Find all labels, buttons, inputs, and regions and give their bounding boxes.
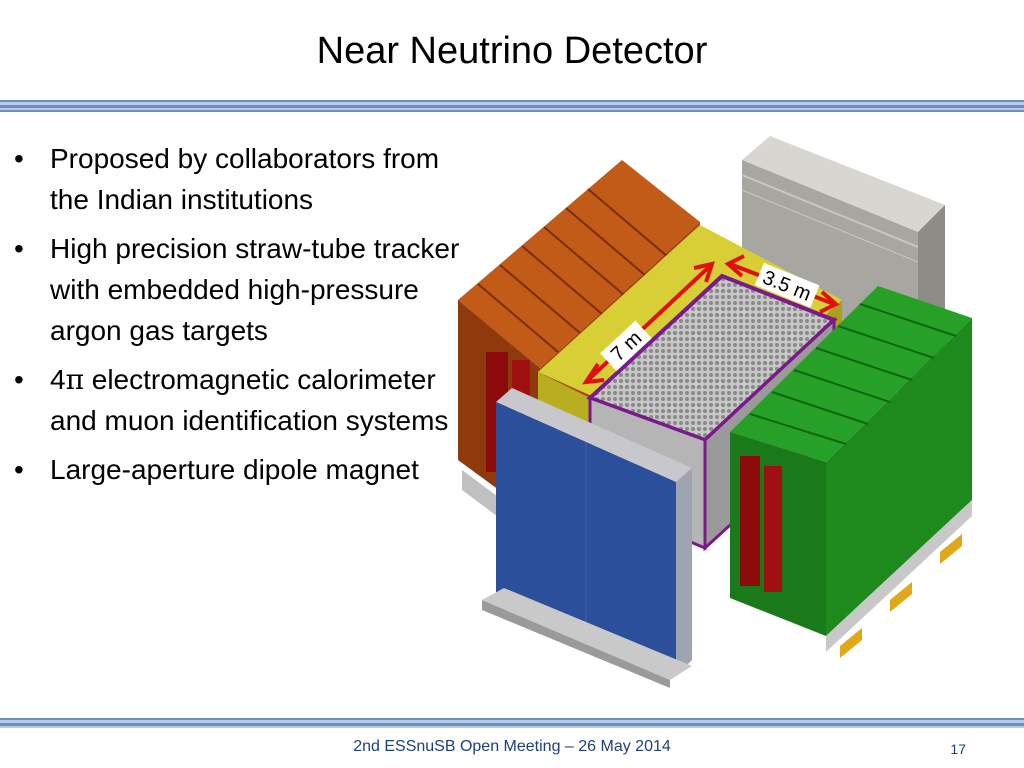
bullet-dot: • [14,364,24,395]
bullet-item: • 4π electromagnetic calorimeter and muon… [14,359,464,441]
detector-illustration: 7 m 3.5 m [458,136,972,688]
footer-divider [0,718,1024,728]
bullet-dot: • [14,143,24,174]
footer-text: 2nd ESSnuSB Open Meeting – 26 May 2014 [353,738,671,755]
bullet-text: High precision straw-tube tracker with e… [50,233,460,346]
slide-title: Near Neutrino Detector [316,30,708,72]
bullet-dot: • [14,454,24,485]
bullet-text: electromagnetic calorimeter and muon ide… [50,364,449,436]
title-divider [0,100,1024,112]
bullet-item: • High precision straw-tube tracker with … [14,228,464,351]
bullet-text: Proposed by collaborators from the India… [50,143,440,215]
slide-number: 17 [950,741,966,757]
bullet-dot: • [14,233,24,264]
bullet-list: • Proposed by collaborators from the Indi… [14,138,464,498]
bullet-item: • Large-aperture dipole magnet [14,449,464,490]
blue-panel [482,388,692,688]
pi-symbol: π [65,363,84,396]
bullet-item: • Proposed by collaborators from the Indi… [14,138,464,220]
bullet-prefix: 4 [50,364,66,395]
green-yoke [730,286,972,658]
bullet-text: Large-aperture dipole magnet [50,454,419,485]
